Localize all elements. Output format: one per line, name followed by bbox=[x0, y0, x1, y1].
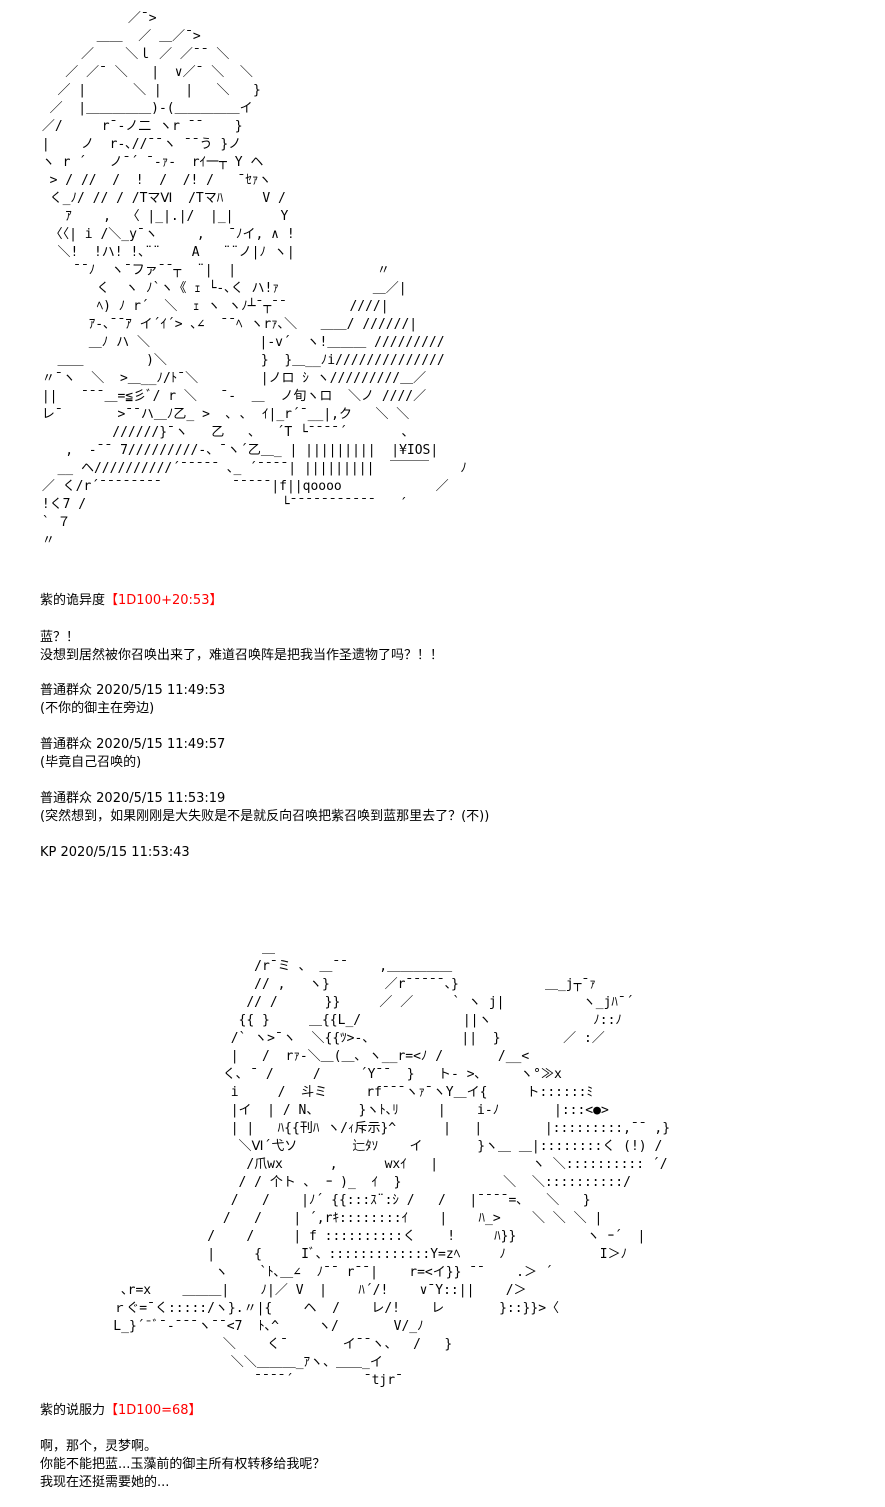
comment-text: (突然想到，如果刚刚是大失败是不是就反向召唤把紫召唤到蓝那里去了？(不)) bbox=[40, 809, 490, 824]
comment-header: 普通群众 2020/5/15 11:49:57 bbox=[40, 736, 860, 754]
dice-result: 【1D100=68】 bbox=[105, 1403, 202, 1418]
comment-header: 普通群众 2020/5/15 11:49:53 bbox=[40, 682, 860, 700]
ascii-art-gift-yakumo: ／¯> ＿＿ ／ ＿／¯> ／ ＼ｌ ／ ／¯¯ ＼ ／ ／¯ ＼ | ∨／¯ … bbox=[41, 11, 467, 548]
kp-time: 2020/5/15 11:53:43 bbox=[60, 845, 190, 860]
comment-time: 2020/5/15 11:49:53 bbox=[96, 683, 226, 698]
comment-block: 普通群众 2020/5/15 11:53:19 (突然想到，如果刚刚是大失败是不… bbox=[40, 790, 860, 826]
roll-label: 紫的诡异度 bbox=[40, 593, 106, 608]
comment-time: 2020/5/15 11:53:19 bbox=[96, 791, 226, 806]
dice-result: 【1D100+20:53】 bbox=[105, 593, 223, 608]
kp-header: KP 2020/5/15 11:53:43 bbox=[40, 844, 860, 862]
dice-roll-line: 紫的诡异度【1D100+20:53】 bbox=[40, 592, 860, 610]
dice-roll-line: 紫的说服力【1D100=68】 bbox=[40, 1402, 860, 1420]
kp-name: KP bbox=[40, 845, 57, 860]
comment-block: 普通群众 2020/5/15 11:49:53 (不你的御主在旁边) bbox=[40, 682, 860, 718]
dice-roll-block: 紫的说服力【1D100=68】 bbox=[40, 1402, 860, 1420]
dialogue-line: 蓝？！ bbox=[40, 630, 80, 645]
dialogue-line: 啊，那个，灵梦啊。 bbox=[40, 1439, 158, 1454]
kp-header-block: KP 2020/5/15 11:53:43 bbox=[40, 844, 860, 862]
dialogue-line: 没想到居然被你召唤出来了，难道召唤阵是把我当作圣遗物了吗？！！ bbox=[40, 648, 444, 663]
dialogue-line: 我现在还挺需要她的... bbox=[40, 1475, 170, 1490]
comment-header: 普通群众 2020/5/15 11:53:19 bbox=[40, 790, 860, 808]
comment-text: (毕竟自己召唤的) bbox=[40, 755, 142, 770]
ascii-art-yakumo-ran: ＿ /r¯ミ 、 ＿¯¯ ,＿＿＿＿＿ // , ヽ} ／r¯¯¯¯¯、} ＿_… bbox=[113, 941, 671, 1388]
comment-time: 2020/5/15 11:49:57 bbox=[96, 737, 226, 752]
comment-author: 普通群众 bbox=[40, 791, 93, 806]
comment-text: (不你的御主在旁边) bbox=[40, 701, 155, 716]
comment-block: 普通群众 2020/5/15 11:49:57 (毕竟自己召唤的) bbox=[40, 736, 860, 772]
dialogue-line: 你能不能把蓝...玉藻前的御主所有权转移给我呢？ bbox=[40, 1457, 326, 1472]
comment-author: 普通群众 bbox=[40, 737, 93, 752]
dialogue-block: 蓝？！ 没想到居然被你召唤出来了，难道召唤阵是把我当作圣遗物了吗？！！ bbox=[40, 629, 860, 665]
roll-label: 紫的说服力 bbox=[40, 1403, 106, 1418]
dice-roll-block: 紫的诡异度【1D100+20:53】 bbox=[40, 592, 860, 610]
comment-author: 普通群众 bbox=[40, 683, 93, 698]
dialogue-block: 啊，那个，灵梦啊。 你能不能把蓝...玉藻前的御主所有权转移给我呢？ 我现在还挺… bbox=[40, 1438, 860, 1492]
